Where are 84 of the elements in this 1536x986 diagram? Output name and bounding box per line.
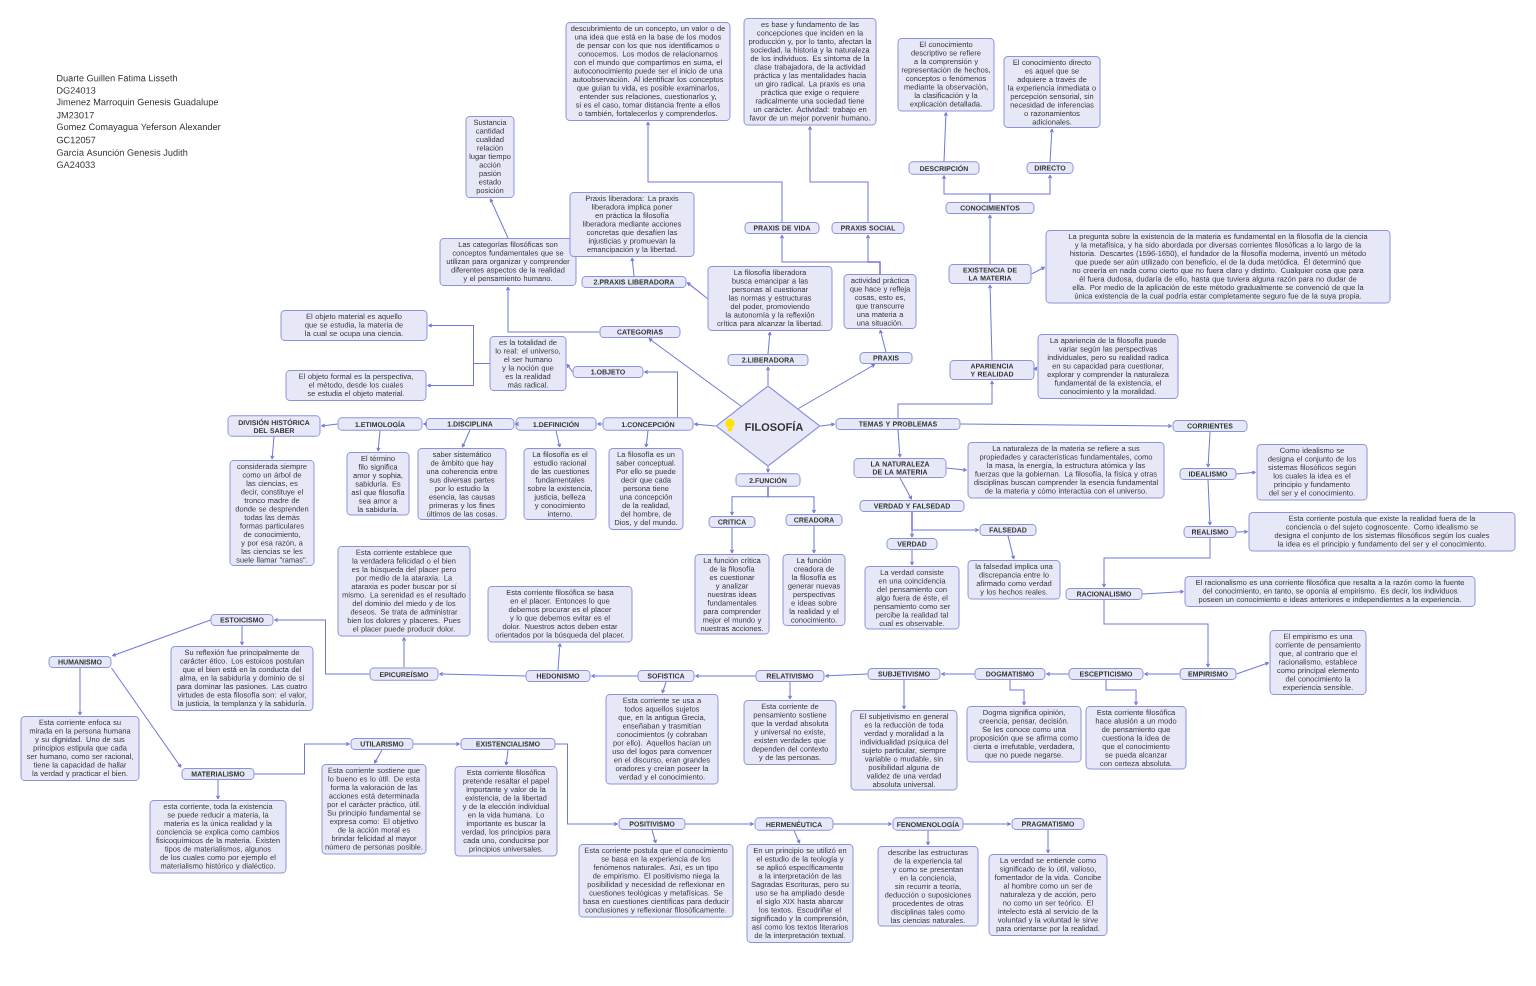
arrow [694,422,716,427]
arrow [270,436,275,460]
arrow [1142,589,1184,595]
arrow [897,429,902,458]
arrow [648,338,742,407]
arrow [941,672,975,676]
arrow [766,366,770,386]
arrow [989,174,1052,203]
arrow [911,511,979,532]
arrow [1103,599,1210,668]
arrow [630,257,635,277]
arrow [960,423,1172,428]
arrow [557,643,562,671]
arrow [766,466,770,473]
arrow [112,619,211,657]
arrow [216,779,220,800]
arrow [820,422,835,427]
arrow [1046,672,1069,676]
arrow [423,422,427,426]
arrow [686,282,708,300]
arrow [812,525,816,554]
arrow [797,364,876,410]
arrow [1009,679,1026,706]
arrow [504,749,509,766]
arrow [866,234,881,275]
arrow [254,742,350,775]
arrow [427,363,490,388]
arrow [402,637,406,668]
arrow [461,429,471,448]
arrow [833,822,892,826]
arrow [439,672,526,677]
arrow [644,430,649,448]
arrow [926,830,930,846]
arrow [240,625,244,646]
arrow [413,742,460,746]
arrow [793,830,801,844]
arrow [1207,479,1212,526]
arrow [591,674,638,678]
arrow [946,467,967,472]
arrow [555,430,562,448]
arrow [685,822,754,826]
arrow [515,422,519,426]
arrow [111,667,182,768]
arrow [1236,470,1256,475]
arrow [376,430,381,452]
arrow [646,121,783,223]
arrow [1046,829,1050,854]
arrow [1049,128,1054,163]
arrow [943,112,948,162]
arrow [899,477,912,500]
arrow [963,822,1011,826]
arrow [988,214,992,265]
arrow [506,286,600,333]
arrow [374,749,383,764]
arrow [879,329,887,353]
arrow [910,549,914,566]
arrow [1236,661,1270,675]
arrow [825,673,868,678]
arrow [274,618,370,675]
arrow [988,284,993,361]
arrow [555,743,618,826]
arrow [767,331,772,355]
arrow [695,674,756,678]
arrow [788,681,792,700]
arrow [767,486,816,514]
arrow [78,667,82,716]
arrow [321,423,338,428]
arrow [902,679,906,710]
arrow [730,527,734,554]
arrow [566,363,573,373]
arrow [1102,537,1211,588]
arrow [897,380,994,419]
arrow [1007,535,1015,560]
arrow [1206,431,1211,468]
arrow [1105,679,1138,706]
arrow [651,829,657,844]
arrow [1144,672,1180,676]
arrow [1031,266,1046,275]
arrow [661,681,667,694]
arrow [644,370,678,418]
arrow [808,126,869,223]
arrow [1236,529,1248,534]
arrow [597,422,603,426]
arrow [489,198,509,239]
